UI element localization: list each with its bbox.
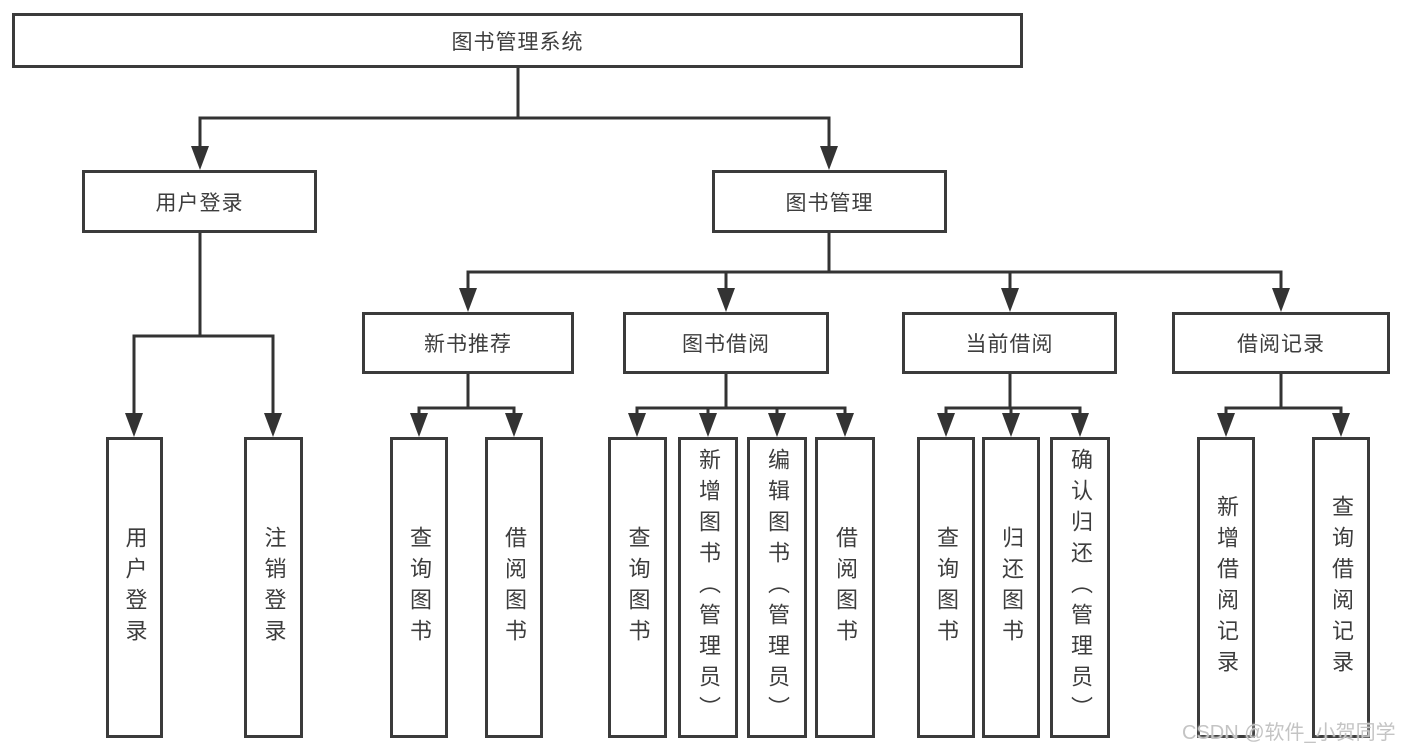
- leaf-query-borrow-record: 查询借阅记录: [1312, 437, 1370, 738]
- node-label: 用户登录: [122, 525, 148, 650]
- csdn-watermark: CSDN @软件_小贺同学: [1182, 722, 1396, 744]
- leaf-add-borrow-record: 新增借阅记录: [1197, 437, 1255, 738]
- leaf-current-query-books: 查询图书: [917, 437, 975, 738]
- node-label: 确认归还（管理员）: [1068, 448, 1093, 727]
- node-label: 查询借阅记录: [1329, 494, 1354, 681]
- node-label: 借阅记录: [1237, 333, 1325, 356]
- node-label: 新增图书（管理员）: [696, 448, 721, 727]
- node-new-book-recommend: 新书推荐: [362, 312, 574, 374]
- leaf-edit-books-admin: 编辑图书（管理员）: [747, 437, 807, 738]
- node-label: 当前借阅: [965, 333, 1054, 356]
- node-label: 查询图书: [625, 525, 651, 650]
- node-label: 图书管理系统: [451, 30, 584, 54]
- leaf-confirm-return-admin: 确认归还（管理员）: [1050, 437, 1110, 738]
- node-library-management-system: 图书管理系统: [12, 13, 1023, 68]
- leaf-add-books-admin: 新增图书（管理员）: [678, 437, 738, 738]
- node-label: 新书推荐: [424, 333, 512, 356]
- node-label: 归还图书: [999, 525, 1024, 650]
- node-book-borrow: 图书借阅: [623, 312, 829, 374]
- leaf-recommend-query-books: 查询图书: [390, 437, 448, 738]
- node-label: 借阅图书: [502, 525, 527, 650]
- node-current-borrow: 当前借阅: [902, 312, 1117, 374]
- node-borrow-records: 借阅记录: [1172, 312, 1390, 374]
- leaf-recommend-borrow-books: 借阅图书: [485, 437, 543, 738]
- leaf-return-books: 归还图书: [982, 437, 1040, 738]
- node-label: 查询图书: [934, 525, 959, 650]
- node-user-login: 用户登录: [82, 170, 317, 233]
- node-label: 图书管理: [785, 191, 874, 215]
- node-label: 注销登录: [261, 525, 287, 650]
- node-label: 用户登录: [155, 191, 244, 215]
- leaf-user-login: 用户登录: [106, 437, 163, 738]
- node-label: 图书借阅: [682, 333, 770, 356]
- node-book-management: 图书管理: [712, 170, 947, 233]
- node-label: 新增借阅记录: [1214, 494, 1239, 681]
- leaf-borrow-books: 借阅图书: [815, 437, 875, 738]
- node-label: 借阅图书: [833, 525, 858, 650]
- leaf-borrow-query-books: 查询图书: [608, 437, 667, 738]
- node-label: 编辑图书（管理员）: [765, 448, 790, 727]
- node-label: 查询图书: [407, 525, 432, 650]
- leaf-logout: 注销登录: [244, 437, 303, 738]
